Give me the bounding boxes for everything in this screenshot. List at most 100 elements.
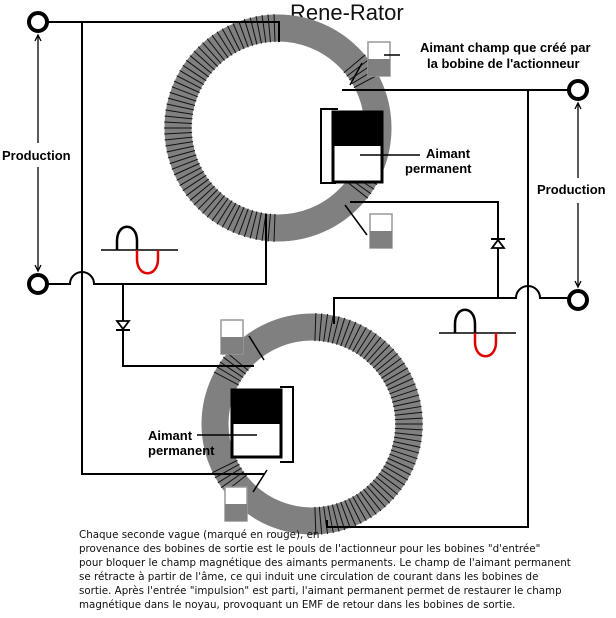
winding-turn — [216, 366, 242, 382]
actuator-field-label-2: la bobine de l'actionneur — [427, 56, 580, 71]
field-indicators — [220, 41, 393, 522]
winding-turn — [383, 465, 409, 481]
winding-turn — [165, 141, 194, 147]
winding-turn — [381, 469, 405, 486]
winding-turn — [189, 182, 212, 201]
description-line: se rétracte à partir de l'âme, ce qui in… — [79, 571, 539, 583]
winding-turn — [227, 204, 241, 231]
winding-turn — [221, 202, 237, 228]
description-line: provenance des bobines de sortie est le … — [79, 543, 541, 555]
winding-turn — [189, 55, 212, 74]
winding-turn — [213, 371, 239, 386]
winding-turn — [327, 505, 334, 534]
winding-turn — [345, 180, 369, 199]
winding-turn — [164, 136, 193, 141]
winding-turn — [355, 493, 372, 519]
top-output-winding — [164, 14, 276, 242]
winding-turn — [318, 506, 323, 535]
winding-turn — [255, 212, 262, 240]
production-label-left: Production — [2, 148, 71, 163]
winding-turn — [391, 394, 420, 403]
winding-turn — [214, 463, 240, 479]
winding-turn — [166, 103, 195, 111]
winding-turn — [185, 178, 210, 197]
winding-turn — [206, 38, 225, 61]
permanent-magnet-top — [331, 110, 420, 184]
winding-turn — [164, 115, 193, 120]
winding-turn — [363, 488, 382, 512]
winding-turn — [202, 192, 222, 214]
winding-turn — [323, 314, 329, 342]
field-indicator-level — [368, 59, 390, 76]
winding-turn — [261, 15, 267, 43]
winding-turn — [217, 467, 242, 484]
wire-left-bus — [81, 22, 264, 475]
winding-turn — [167, 150, 196, 159]
winding-turn — [340, 501, 351, 529]
winding-turn — [206, 195, 225, 218]
production-arrow-right — [574, 101, 582, 289]
winding-turn — [366, 485, 386, 508]
winding-turn — [389, 383, 416, 395]
winding-turn — [359, 333, 377, 357]
top-magnet-loop — [320, 108, 338, 184]
diode-left — [115, 320, 131, 331]
wire-right-diode-branch — [350, 201, 499, 297]
winding-turn — [169, 154, 197, 165]
winding-turn — [232, 23, 245, 50]
permanent-magnet-top-label-2: permanent — [405, 161, 472, 176]
winding-turn — [267, 14, 271, 43]
winding-turn — [375, 353, 399, 372]
circuit-wires — [48, 21, 578, 528]
winding-turn — [393, 405, 422, 412]
winding-turn — [344, 500, 357, 527]
winding-turn — [378, 472, 402, 491]
winding-turn — [227, 25, 241, 52]
winding-turn — [169, 91, 197, 102]
winding-turn — [182, 174, 207, 192]
winding-turn — [176, 167, 202, 181]
winding-turn — [211, 34, 229, 59]
winding-turn — [193, 50, 215, 71]
permanent-magnet-bottom-label-2: permanent — [148, 443, 215, 458]
production-arrow-left — [34, 33, 42, 273]
terminal-top-left[interactable] — [27, 11, 49, 33]
winding-turn — [185, 59, 210, 78]
winding-turn — [243, 18, 254, 46]
terminal-bottom-left[interactable] — [27, 273, 49, 295]
winding-turn — [173, 80, 200, 94]
winding-turn — [238, 20, 249, 48]
wire-top-left — [48, 21, 280, 42]
winding-turn — [336, 317, 346, 345]
winding-turn — [343, 54, 366, 74]
winding-turn — [273, 14, 276, 43]
winding-turn — [383, 367, 409, 383]
winding-turn — [340, 319, 351, 347]
terminal-top-right[interactable] — [567, 79, 589, 101]
winding-turn — [352, 496, 367, 522]
winding-turn — [393, 436, 422, 443]
winding-turn — [348, 498, 362, 524]
winding-turn — [216, 31, 233, 56]
winding-turn — [369, 344, 391, 366]
winding-turn — [318, 313, 323, 342]
description-text: Chaque seconde vague (marqué en rouge), … — [79, 528, 571, 612]
winding-turn — [164, 132, 193, 135]
winding-turn — [211, 197, 229, 222]
terminal-bottom-right[interactable] — [567, 289, 589, 311]
winding-turn — [314, 313, 317, 342]
winding-turn — [216, 200, 233, 225]
permanent-magnet-bottom-label-1: Aimant — [148, 428, 193, 443]
winding-turn — [394, 432, 423, 437]
winding-turn — [394, 427, 423, 431]
winding-turn — [359, 491, 377, 515]
winding-turn — [331, 316, 340, 344]
winding-turn — [314, 506, 317, 535]
bottom-output-winding — [314, 313, 423, 535]
winding-turn — [219, 361, 244, 379]
winding-turn — [375, 476, 399, 495]
winding-turn — [267, 213, 271, 242]
field-indicator-level — [370, 231, 392, 248]
winding-turn — [197, 189, 219, 210]
